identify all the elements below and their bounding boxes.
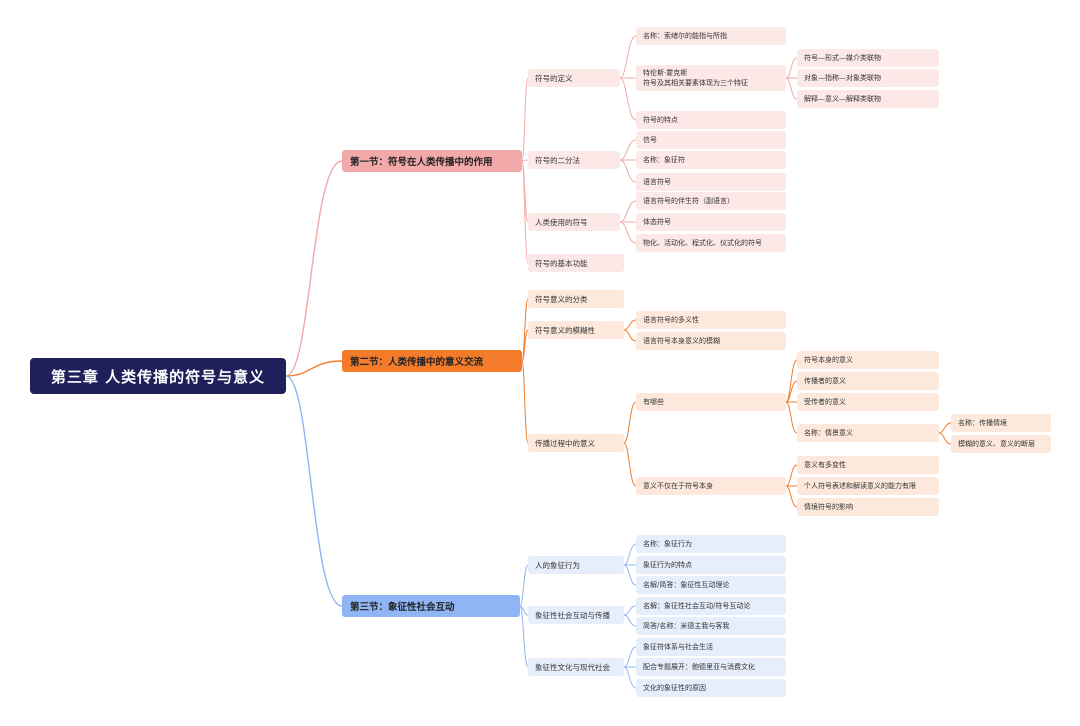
branch-topic[interactable]: 传播过程中的意义 (528, 434, 624, 452)
connector-line (623, 564, 637, 586)
leaf-topic[interactable]: 象征符体系与社会生活 (636, 638, 786, 656)
leaf-topic[interactable]: 名解/简答：象征性互动理论 (636, 576, 786, 594)
connector-line (623, 329, 637, 342)
branch-topic[interactable]: 符号的基本功能 (528, 254, 624, 272)
connector-line (521, 160, 529, 264)
connector-line (623, 319, 637, 331)
leaf-topic[interactable]: 名称：象征符 (636, 151, 786, 169)
leaf-topic[interactable]: 体态符号 (636, 213, 786, 231)
leaf-topic[interactable]: 名解：象征性社会互动/符号互动论 (636, 597, 786, 615)
connector-line (285, 160, 343, 377)
leaf-topic[interactable]: 情境符号的影响 (797, 498, 939, 516)
connector-line (285, 375, 343, 607)
branch-topic[interactable]: 符号意义的分类 (528, 290, 624, 308)
leaf-topic[interactable]: 受传者的意义 (797, 393, 939, 411)
connector-line (785, 77, 798, 100)
connector-line (623, 646, 637, 668)
connector-line (619, 139, 637, 161)
connector-line (521, 329, 529, 362)
leaf-topic[interactable]: 特伦斯·霍克斯符号及其相关要素体现为三个特征 (636, 65, 786, 91)
leaf-topic[interactable]: 意义不仅在于符号本身 (636, 477, 786, 495)
connector-line (785, 464, 798, 487)
leaf-topic-line: 符号及其相关要素体现为三个特征 (643, 79, 748, 87)
leaf-topic[interactable]: 意义有多变性 (797, 456, 939, 474)
branch-topic[interactable]: 象征性社会互动与传播 (528, 606, 624, 624)
connector-line (938, 422, 952, 434)
leaf-topic[interactable]: 语言符号的多义性 (636, 311, 786, 329)
leaf-topic[interactable]: 文化的象征性的原因 (636, 679, 786, 697)
connector-line (521, 159, 529, 162)
connector-line (623, 614, 637, 627)
leaf-topic[interactable]: 语言符号的伴生符（副语言） (636, 192, 786, 210)
leaf-topic[interactable]: 语言符号本身意义的模糊 (636, 332, 786, 350)
leaf-topic-line: 特伦斯·霍克斯 (643, 69, 688, 77)
connector-line (519, 564, 529, 607)
connector-line (623, 442, 637, 487)
leaf-topic[interactable]: 物化、活动化、程式化、仪式化的符号 (636, 234, 786, 252)
leaf-topic[interactable]: 符号—形式—媒介类联物 (797, 49, 939, 67)
connector-line (785, 401, 798, 434)
leaf-topic[interactable]: 名称：情景意义 (797, 424, 939, 442)
leaf-topic[interactable]: 解释—意义—解释类联物 (797, 90, 939, 108)
leaf-topic[interactable]: 符号本身的意义 (797, 351, 939, 369)
leaf-topic[interactable]: 象征行为的特点 (636, 556, 786, 574)
connector-line (619, 159, 637, 183)
leaf-topic[interactable]: 简答/名称：米德主我与客我 (636, 617, 786, 635)
connector-line (623, 666, 637, 689)
section-topic[interactable]: 第一节：符号在人类传播中的作用 (342, 150, 522, 172)
connector-line (785, 380, 798, 403)
branch-topic[interactable]: 象征性文化与现代社会 (528, 658, 624, 676)
leaf-topic[interactable]: 名称：象征行为 (636, 535, 786, 553)
section-topic[interactable]: 第三节：象征性社会互动 (342, 595, 520, 617)
branch-topic[interactable]: 符号的定义 (528, 69, 620, 87)
leaf-topic[interactable]: 对象—指称—对象类联物 (797, 69, 939, 87)
connector-line (521, 77, 529, 162)
leaf-topic[interactable]: 语言符号 (636, 173, 786, 191)
leaf-topic[interactable]: 有哪些 (636, 393, 786, 411)
connector-line (619, 200, 637, 223)
connector-line (519, 605, 529, 616)
connector-line (623, 543, 637, 566)
root-topic[interactable]: 第三章 人类传播的符号与意义 (30, 358, 286, 394)
connector-line (619, 221, 637, 244)
leaf-topic[interactable]: 信号 (636, 131, 786, 149)
leaf-topic[interactable]: 名称：传播情境 (951, 414, 1051, 432)
leaf-topic[interactable]: 个人符号表述和解读意义的能力有限 (797, 477, 939, 495)
connector-line (521, 360, 529, 444)
leaf-topic[interactable]: 传播者的意义 (797, 372, 939, 390)
connector-line (785, 57, 798, 79)
branch-topic[interactable]: 符号意义的模糊性 (528, 321, 624, 339)
connector-line (785, 359, 798, 403)
connector-line (619, 35, 637, 79)
branch-topic[interactable]: 人类使用的符号 (528, 213, 620, 231)
leaf-topic[interactable]: 配合专题展开：鲍德里亚与消费文化 (636, 658, 786, 676)
connector-line (623, 401, 637, 444)
leaf-topic[interactable]: 模糊的意义、意义的断层 (951, 435, 1051, 453)
connector-line (285, 360, 343, 377)
connector-line (519, 605, 529, 668)
leaf-topic[interactable]: 符号的特点 (636, 111, 786, 129)
connector-line (785, 485, 798, 508)
connector-line (619, 77, 637, 121)
connector-line (938, 432, 952, 445)
section-topic[interactable]: 第二节：人类传播中的意义交流 (342, 350, 522, 372)
branch-topic[interactable]: 人的象征行为 (528, 556, 624, 574)
leaf-topic[interactable]: 名称：索绪尔的能指与所指 (636, 27, 786, 45)
branch-topic[interactable]: 符号的二分法 (528, 151, 620, 169)
